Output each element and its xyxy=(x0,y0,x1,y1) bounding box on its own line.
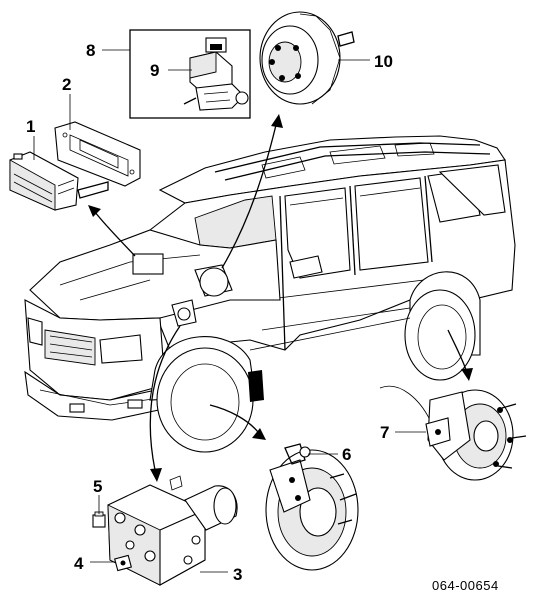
callout-2: 2 xyxy=(62,75,71,94)
part-5-cap xyxy=(92,511,106,528)
callout-10: 10 xyxy=(374,52,393,71)
callout-6: 6 xyxy=(342,445,351,464)
callout-7: 7 xyxy=(380,423,389,442)
callout-8: 8 xyxy=(86,41,95,60)
part-10-brake-booster xyxy=(259,11,355,105)
part-7-rear-wheel-sensor xyxy=(379,385,527,481)
part-4-pressure-switch xyxy=(114,554,132,572)
vehicle-illustration xyxy=(24,135,516,453)
part-8-9-master-cylinder-group xyxy=(129,29,251,119)
callout-1: 1 xyxy=(26,117,35,136)
callout-9: 9 xyxy=(150,61,159,80)
part-3-hydraulic-modulator xyxy=(107,475,238,586)
part-2-mounting-bracket xyxy=(54,121,141,199)
part-6-front-wheel-sensor xyxy=(265,443,359,571)
callout-5: 5 xyxy=(93,477,102,496)
callout-4: 4 xyxy=(74,554,84,573)
connection-arrows xyxy=(88,114,473,482)
callout-3: 3 xyxy=(233,565,242,584)
part-1-abs-ecu xyxy=(9,151,79,211)
reference-code: 064-00654 xyxy=(432,578,499,593)
callout-labels: 1 2 3 4 5 6 7 8 9 10 xyxy=(26,41,393,584)
leader-lines xyxy=(33,49,426,573)
